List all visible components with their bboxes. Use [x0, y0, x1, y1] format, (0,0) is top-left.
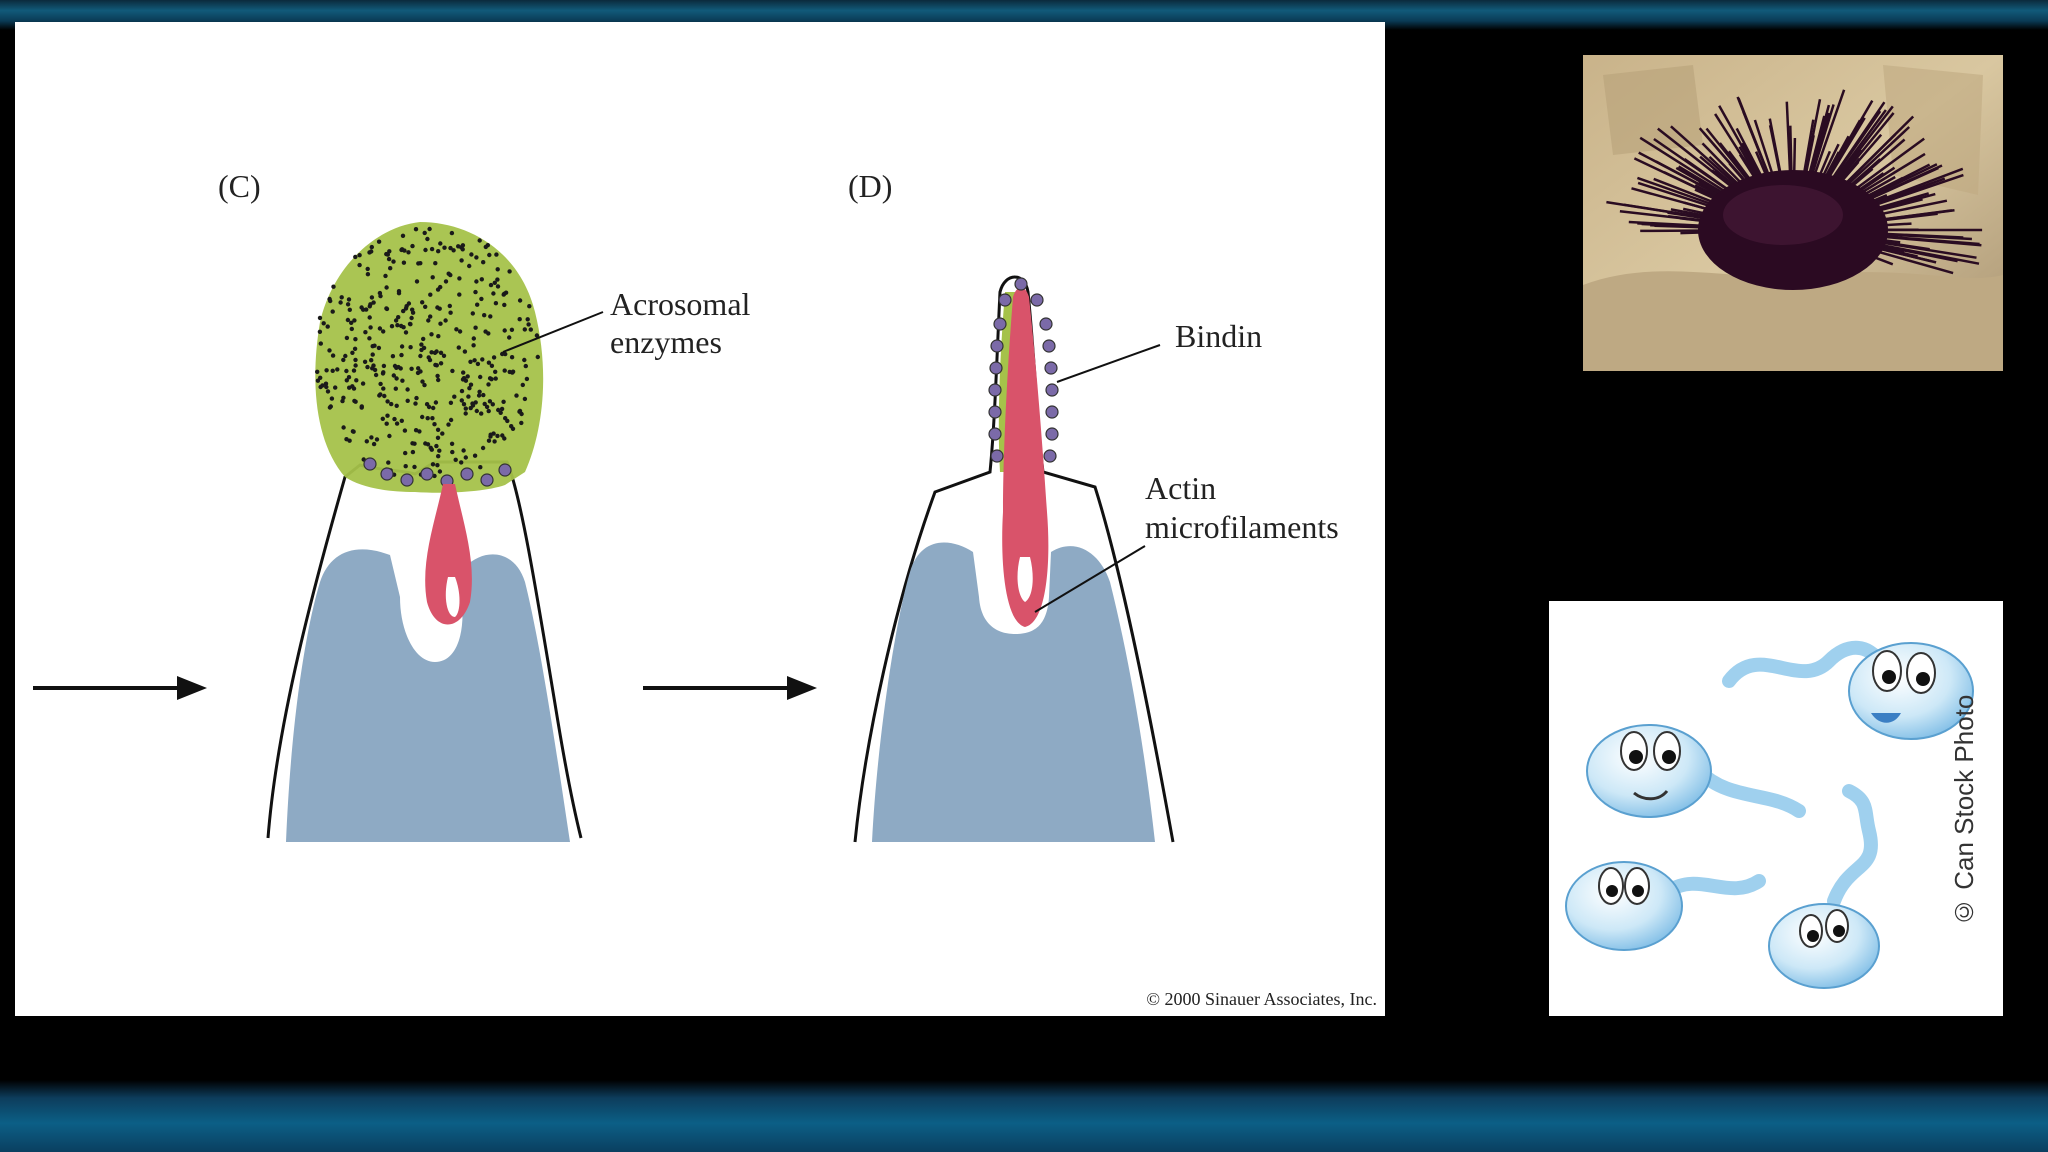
sea-urchin-image: [1583, 55, 2003, 371]
middle-arrow: [643, 676, 817, 700]
acrosomal-label-line1: Acrosomal: [610, 286, 751, 322]
can-stock-watermark: © Can Stock Photo: [1949, 694, 1979, 928]
acrosome-reaction-diagram: (C) Acrosomal enzymes (D): [15, 22, 1385, 1016]
copyright-notice: © 2000 Sinauer Associates, Inc.: [1146, 989, 1377, 1009]
actin-core-c: [425, 484, 472, 625]
bottom-decorative-band: [0, 1080, 2048, 1152]
cartoon-sperm-1: [1722, 640, 1974, 740]
cartoon-sperm-2: [1586, 724, 1806, 818]
acrosomal-label-line2: enzymes: [610, 324, 722, 360]
bindin-beads-c: [363, 457, 512, 488]
left-arrow: [33, 676, 207, 700]
actin-core-d: [1002, 287, 1049, 627]
actin-callout-line: [1034, 545, 1146, 613]
actin-label-line1: Actin: [1145, 470, 1216, 506]
cartoon-sperm-4: [1768, 784, 1880, 989]
cartoon-sperm-3: [1565, 861, 1766, 951]
bindin-label: Bindin: [1175, 318, 1262, 354]
sea-urchin-photo: [1583, 55, 2003, 371]
panel-d-label: (D): [848, 168, 892, 204]
panel-c-label: (C): [218, 168, 261, 204]
cartoon-sperm-svg: [1565, 640, 1974, 989]
acrosome-diagram-svg: (C) Acrosomal enzymes (D): [33, 168, 1339, 843]
cartoon-sperm-illustration: © Can Stock Photo: [1549, 601, 2003, 1016]
panel-d-sperm-head: [853, 275, 1175, 843]
actin-label-line2: microfilaments: [1145, 509, 1339, 545]
bindin-callout-line: [1056, 344, 1161, 383]
acrosomal-callout-line: [502, 311, 604, 353]
enzyme-dots: [315, 226, 540, 479]
panel-c-sperm-head: [266, 222, 583, 842]
bindin-beads-d: [988, 277, 1059, 463]
